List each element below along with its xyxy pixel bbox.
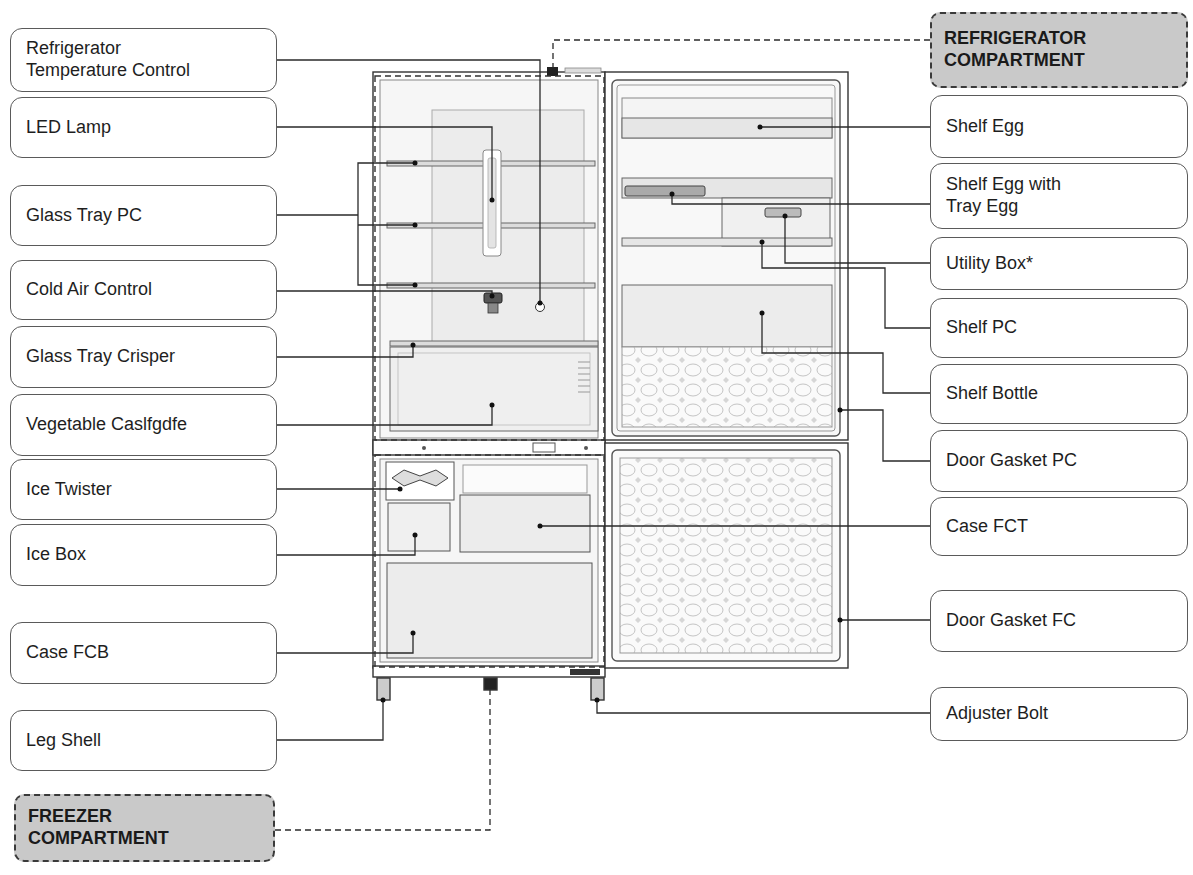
part-name: Adjuster Bolt — [946, 703, 1048, 725]
callout-label: Glass Tray Crisper — [10, 326, 277, 388]
callout-label: Cold Air Control — [10, 260, 277, 320]
part-name: Shelf Egg — [946, 116, 1024, 138]
part-name: Glass Tray Crisper — [26, 346, 175, 368]
leader-dots — [381, 125, 843, 703]
callout-label: Door Gasket PC — [930, 430, 1188, 492]
callout-label: Leg Shell — [10, 710, 277, 771]
callout-label: Glass Tray PC — [10, 185, 277, 246]
part-name: Case FCB — [26, 642, 109, 664]
callout-label: Vegetable Caslfgdfe — [10, 394, 277, 456]
part-name: Ice Box — [26, 544, 86, 566]
part-name: Shelf Bottle — [946, 383, 1038, 405]
callout-label: Utility Box* — [930, 237, 1188, 290]
doors — [605, 72, 848, 668]
leader-lines — [275, 40, 930, 830]
cabinet — [373, 67, 605, 700]
part-name: Utility Box* — [946, 253, 1033, 275]
part-name: FREEZER COMPARTMENT — [28, 806, 228, 850]
callout-label: Ice Box — [10, 524, 277, 586]
part-name: Door Gasket PC — [946, 450, 1077, 472]
callout-label: LED Lamp — [10, 97, 277, 158]
compartment-label: REFRIGERATOR COMPARTMENT — [930, 12, 1188, 88]
callout-label: Shelf Egg — [930, 95, 1188, 158]
part-name: Ice Twister — [26, 479, 112, 501]
part-name: Shelf PC — [946, 317, 1017, 339]
callout-label: Shelf Bottle — [930, 364, 1188, 424]
part-name: Glass Tray PC — [26, 205, 142, 227]
callout-label: Shelf Egg with Tray Egg — [930, 163, 1188, 229]
part-name: Door Gasket FC — [946, 610, 1076, 632]
part-name: Vegetable Caslfgdfe — [26, 414, 187, 436]
part-name: Shelf Egg with Tray Egg — [946, 174, 1086, 218]
callout-label: Ice Twister — [10, 459, 277, 520]
part-name: Cold Air Control — [26, 279, 152, 301]
callout-label: Case FCT — [930, 497, 1188, 556]
callout-label: Door Gasket FC — [930, 590, 1188, 652]
part-name: Case FCT — [946, 516, 1028, 538]
part-name: REFRIGERATOR COMPARTMENT — [944, 28, 1144, 72]
callout-label: Shelf PC — [930, 298, 1188, 358]
part-name: Leg Shell — [26, 730, 101, 752]
part-name: Refrigerator Temperature Control — [26, 38, 211, 82]
callout-label: Adjuster Bolt — [930, 687, 1188, 741]
part-name: LED Lamp — [26, 117, 111, 139]
compartment-label: FREEZER COMPARTMENT — [14, 794, 275, 862]
callout-label: Case FCB — [10, 622, 277, 684]
callout-label: Refrigerator Temperature Control — [10, 28, 277, 92]
